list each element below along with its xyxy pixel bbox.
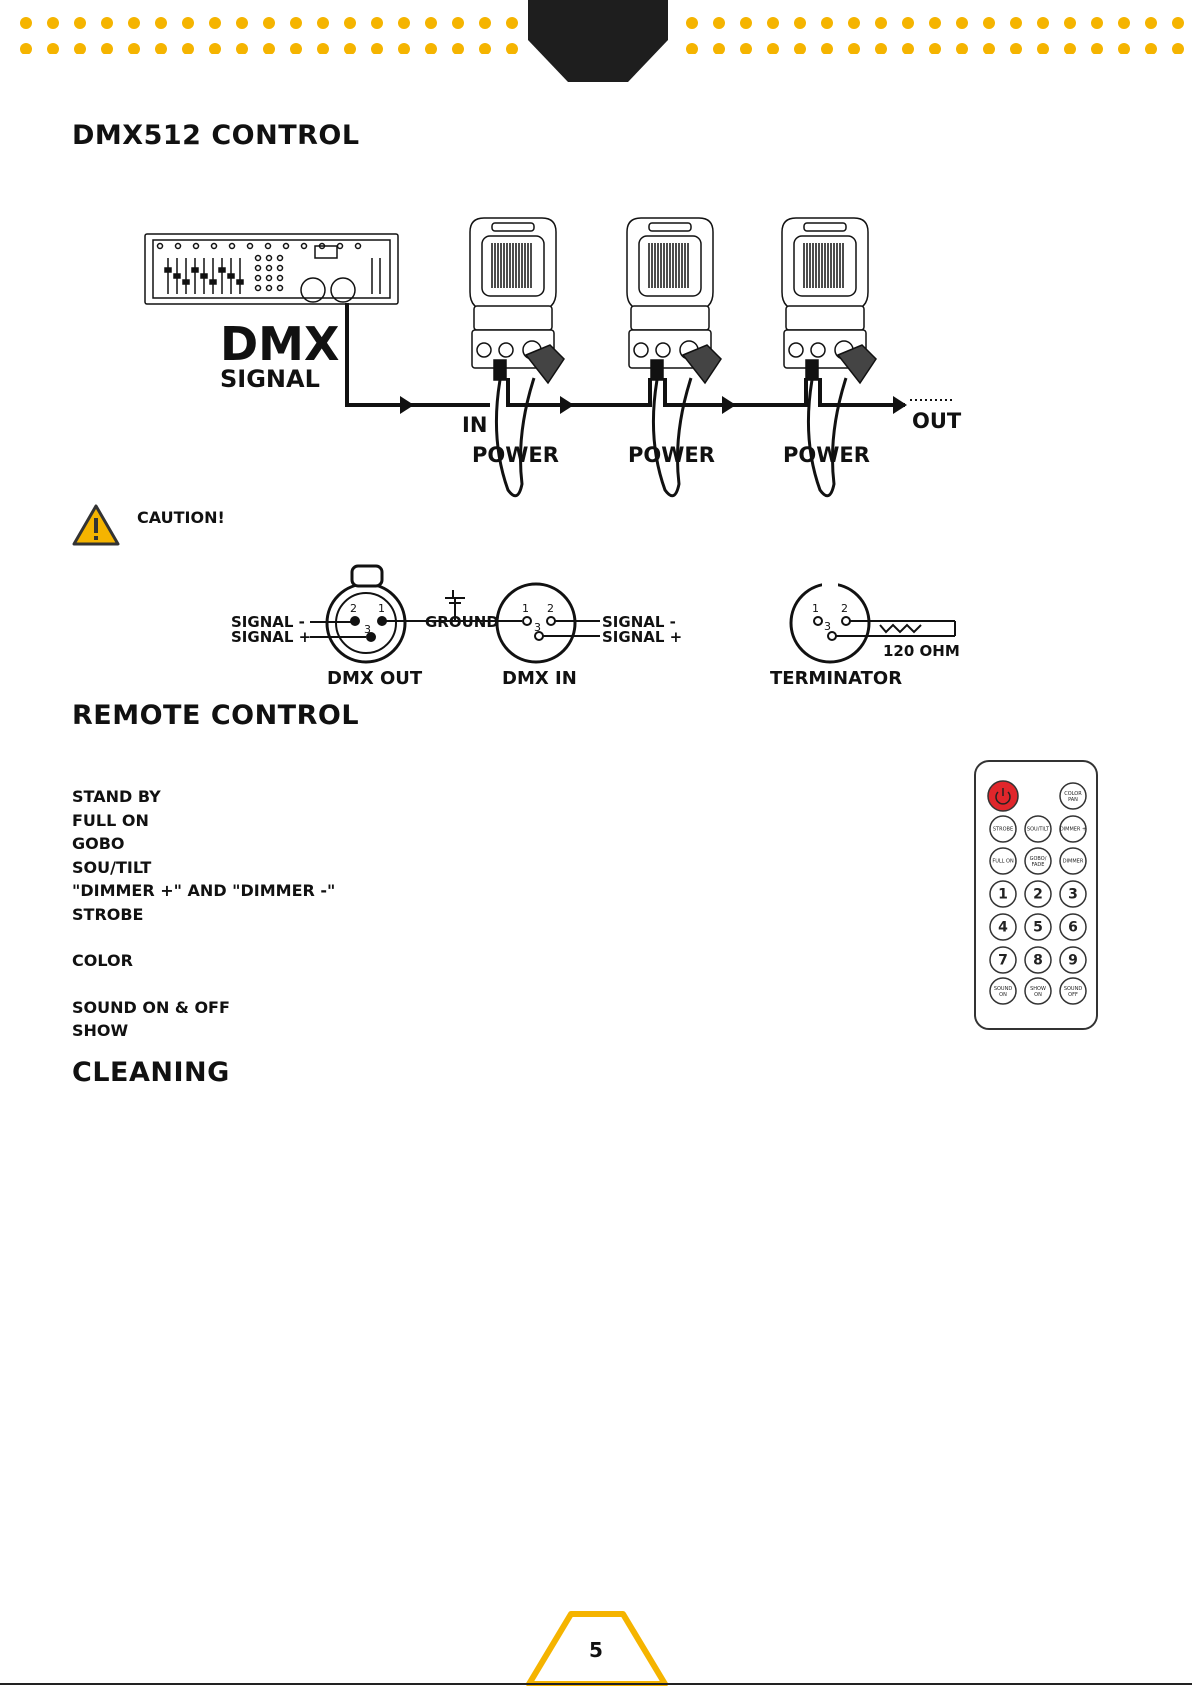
svg-text:3: 3 — [1068, 887, 1078, 903]
signal-line-1 — [506, 378, 652, 407]
svg-text:ON: ON — [1034, 992, 1042, 998]
warning-icon — [72, 504, 120, 546]
arrow-1 — [560, 396, 574, 414]
svg-text:4: 4 — [998, 920, 1008, 936]
svg-text:2: 2 — [1033, 887, 1043, 903]
dots-pattern-left — [20, 17, 518, 54]
svg-text:STROBE: STROBE — [993, 827, 1013, 833]
page-number: 5 — [589, 1638, 603, 1662]
svg-text:FADE: FADE — [1032, 862, 1045, 868]
cleaning-heading: CLEANING — [72, 1057, 230, 1088]
svg-text:COLOR: COLOR — [1064, 791, 1082, 797]
ohm-label: 120 OHM — [883, 642, 960, 660]
power-label-1: POWER — [472, 443, 559, 467]
arrow-out — [893, 396, 907, 414]
list-item: SOUND ON & OFF — [72, 997, 230, 1017]
list-item: COLOR — [72, 951, 133, 970]
svg-text:1: 1 — [998, 887, 1008, 903]
svg-text:SOUND: SOUND — [1064, 986, 1083, 992]
svg-text:3: 3 — [534, 621, 541, 634]
svg-text:1: 1 — [522, 602, 529, 615]
signal-plus-right: SIGNAL + — [602, 628, 682, 646]
footer-line — [0, 1683, 1192, 1685]
svg-text:2: 2 — [350, 602, 357, 615]
svg-text:GOBO/: GOBO/ — [1030, 856, 1047, 862]
dots-pattern-right — [686, 17, 1184, 54]
list-item: SHOW — [72, 1021, 129, 1040]
svg-text:3: 3 — [364, 623, 371, 636]
remote-function-list: STAND BY FULL ON GOBO SOU/TILT "DIMMER +… — [72, 785, 335, 1043]
svg-text:1: 1 — [812, 602, 819, 615]
out-label: OUT — [912, 409, 962, 433]
list-item: SOU/TILT — [72, 857, 152, 877]
signal-label: SIGNAL — [220, 365, 320, 393]
caution-label: CAUTION! — [137, 508, 225, 527]
dmx-heading: DMX512 CONTROL — [72, 120, 360, 151]
dmx-chain-diagram: DMX SIGNAL IN OUT POWER POWER POWER — [144, 217, 962, 498]
list-item: GOBO — [72, 834, 125, 853]
arrow-in — [400, 396, 414, 414]
signal-line-out — [818, 378, 905, 407]
top-tab-shape — [528, 0, 668, 88]
svg-text:2: 2 — [841, 602, 848, 615]
dmx-controller — [144, 233, 399, 305]
svg-text:ON: ON — [999, 992, 1007, 998]
signal-line-in — [345, 303, 490, 407]
svg-text:6: 6 — [1068, 920, 1078, 936]
svg-text:1: 1 — [378, 602, 385, 615]
power-label-3: POWER — [783, 443, 870, 467]
remote-heading: REMOTE CONTROL — [72, 700, 360, 731]
list-item: STROBE — [72, 904, 144, 924]
svg-text:7: 7 — [998, 953, 1008, 969]
svg-text:PAN: PAN — [1068, 797, 1078, 803]
list-item: STAND BY — [72, 787, 161, 806]
svg-text:9: 9 — [1068, 953, 1078, 969]
svg-text:FULL ON: FULL ON — [992, 859, 1014, 865]
arrow-2 — [722, 396, 736, 414]
svg-text:2: 2 — [547, 602, 554, 615]
ground-label: GROUND — [425, 613, 499, 631]
svg-text:8: 8 — [1033, 953, 1043, 969]
terminator-label: TERMINATOR — [770, 668, 902, 689]
list-item: "DIMMER +" AND "DIMMER -" — [72, 881, 336, 900]
svg-text:OFF: OFF — [1068, 992, 1078, 998]
svg-text:SOUND: SOUND — [994, 986, 1013, 992]
connector-diagram: 2 1 3 1 2 3 1 2 3 SIGNAL - SIGNAL + GROU… — [231, 564, 960, 689]
svg-text:3: 3 — [824, 620, 831, 633]
dmx-big-label: DMX — [220, 317, 339, 371]
svg-text:DIMMER: DIMMER — [1063, 859, 1084, 865]
signal-minus-right: SIGNAL - — [602, 613, 676, 631]
dmx-in-label: DMX IN — [502, 668, 577, 689]
list-item: FULL ON — [72, 810, 149, 830]
svg-text:SHOW: SHOW — [1030, 986, 1046, 992]
svg-text:5: 5 — [1033, 920, 1043, 936]
dmx-in-connector — [495, 582, 577, 664]
power-label-2: POWER — [628, 443, 715, 467]
signal-minus-left: SIGNAL - — [231, 613, 305, 631]
in-label: IN — [462, 413, 487, 437]
top-dots-left — [20, 14, 520, 54]
dmx-out-label: DMX OUT — [327, 668, 423, 689]
svg-text:SOU/TILT: SOU/TILT — [1027, 827, 1050, 833]
top-dots-right — [686, 14, 1186, 54]
signal-plus-left: SIGNAL + — [231, 628, 311, 646]
svg-text:DIMMER +: DIMMER + — [1060, 827, 1086, 833]
